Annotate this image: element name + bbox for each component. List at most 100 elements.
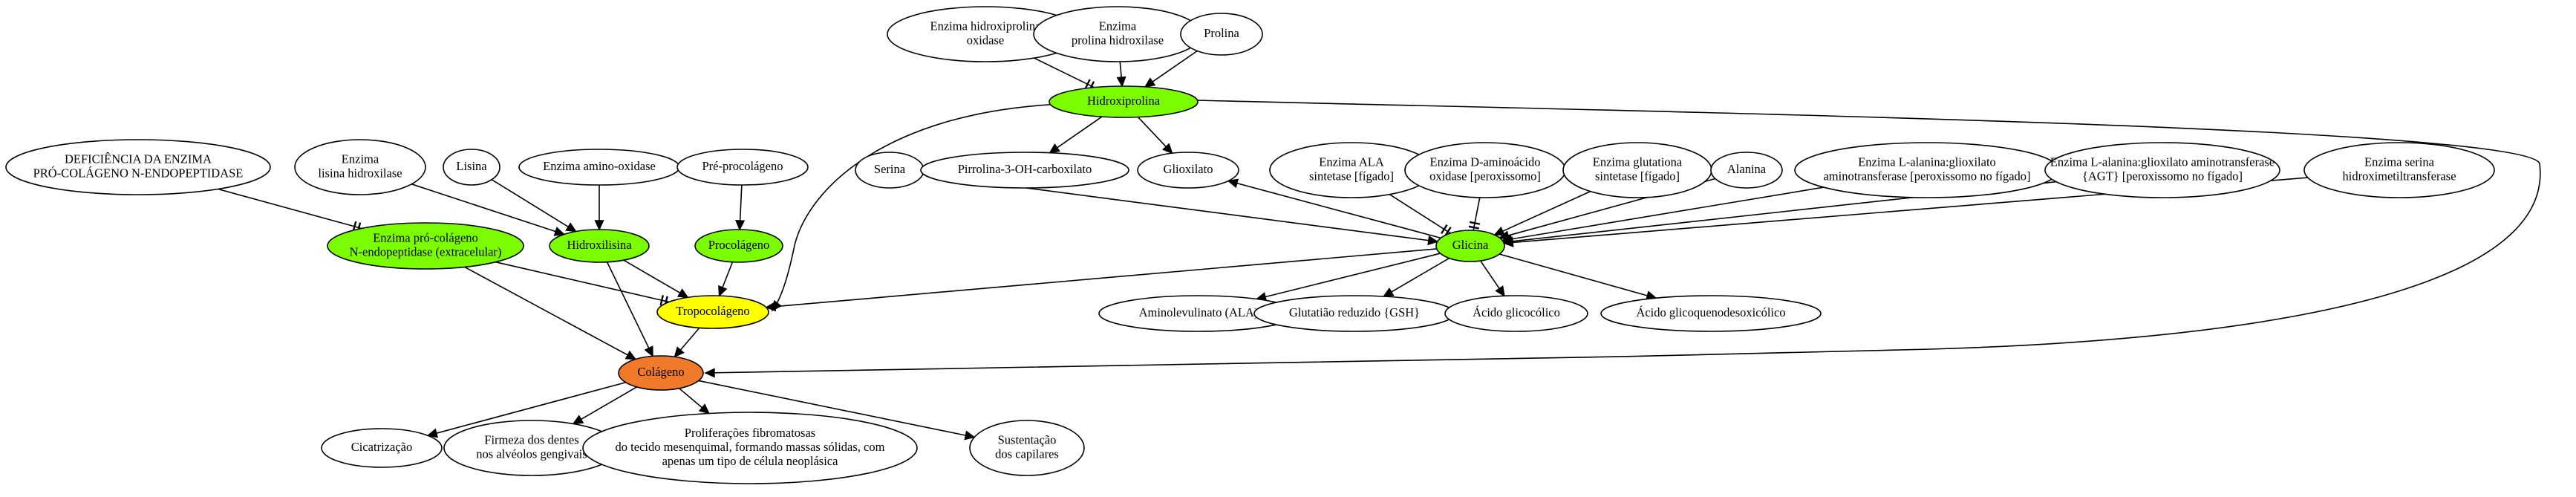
node-label: {AGT} [peroxissomo no fígado] [2082,169,2243,183]
edge-pre_procolageno-to-procolageno [735,184,746,231]
node-prolina[interactable]: Prolina [1180,13,1263,56]
node-label: Enzima serina [2364,155,2435,169]
node-cicatrizacao[interactable]: Cicatrização [321,428,443,468]
arrowhead [1493,226,1505,235]
edge-glicina-to-glutationa_reduzido [1382,257,1450,297]
node-label: Enzima ALA [1319,155,1384,169]
node-label: sintetase [fígado] [1595,169,1680,183]
edge-line [1473,197,1481,231]
edge-line [411,183,564,235]
node-ellipse [920,152,1129,189]
node-ellipse [327,222,524,270]
arrowhead [698,403,711,415]
inhibition-bar [1469,221,1481,225]
node-label: N-endopeptidase (extracelular) [350,244,502,259]
node-ellipse [321,428,443,468]
node-acido-glicocolico[interactable]: Ácido glicocólico [1444,295,1588,332]
arrowhead [1144,77,1156,88]
arrowhead [1502,237,1514,247]
edge-line [1502,186,1824,241]
arrowhead [704,368,715,378]
edge-ala_sintetase-to-glicina [1389,194,1452,237]
node-hidroxilisina[interactable]: Hidroxilisina [549,229,650,263]
arrowhead [676,288,689,299]
node-label: Aminolevulinato (ALA) [1139,305,1259,319]
edge-line [1049,116,1103,154]
node-ellipse [1710,152,1783,189]
node-label: Lisina [456,159,487,173]
node-hidroxiprolina[interactable]: Hidroxiprolina [1049,85,1199,118]
node-label: Enzima L-alanina:glioxilato [1858,155,1996,169]
edge-line [464,266,636,360]
node-ellipse [694,229,783,263]
node-ellipse [294,139,426,195]
arrowhead [964,430,976,441]
edge-hidroxiprolina-to-glioxilato [1137,117,1173,155]
node-pre-procolageno[interactable]: Pré-procolágeno [676,149,809,186]
node-agt1[interactable]: Enzima L-alanina:glioxilatoaminotransfer… [1794,142,2060,198]
arrowhead [1427,235,1439,246]
node-agt2[interactable]: Enzima L-alanina:glioxilato aminotransfe… [2044,142,2280,198]
arrowhead [594,220,604,231]
node-pirrolina[interactable]: Pirrolina-3-OH-carboxilato [920,152,1129,189]
node-ellipse [969,420,1085,476]
edge-glicina-to-glioxilato [1227,178,1441,239]
node-ellipse [618,355,704,391]
arrowhead [553,227,566,236]
node-lisina[interactable]: Lisina [443,149,500,186]
node-label: aminotransferase [peroxissomo no fígado] [1823,169,2030,183]
node-glutationa-reduzido[interactable]: Glutatião reduzido {GSH} [1253,295,1455,332]
node-label: Enzima D-aminoácido [1430,155,1541,169]
node-label: prolina hidroxilase [1072,33,1164,47]
edge-pro_colageno_np-to-colageno [464,266,637,360]
edge-colageno-to-firmeza [572,386,637,425]
edge-prolina_hidroxilase-to-hidroxiprolina [1116,61,1126,88]
edge-colageno-to-cicatrizacao [426,381,626,438]
edge-lisina-to-hidroxilisina [491,179,577,233]
edge-hidroxiprolina-to-colageno [704,100,2541,378]
arrowhead [1161,143,1173,155]
node-procolageno[interactable]: Procolágeno [694,229,783,263]
inhibition-bar [1084,79,1091,90]
node-serina[interactable]: Serina [855,152,925,189]
node-label: Procolágeno [708,238,769,252]
edge-line [491,179,576,233]
node-label: oxidase [967,33,1004,47]
edge-glutationa_sintetase-to-glicina [1493,190,1591,235]
edge-line [1383,257,1450,297]
node-glicina[interactable]: Glicina [1435,230,1505,262]
node-amino-oxidase[interactable]: Enzima amino-oxidase [518,149,680,186]
node-ellipse [549,229,650,263]
node-ellipse [2303,142,2495,198]
node-label: Ácido glicocólico [1473,305,1560,319]
node-label: Enzima amino-oxidase [543,159,656,173]
node-alanina[interactable]: Alanina [1710,152,1783,189]
edge-line [623,259,688,299]
edge-line [705,100,2541,374]
edge-hidroxiprolina_oxidase-to-hidroxiprolina [1034,57,1095,91]
node-colageno[interactable]: Colágeno [618,355,704,391]
arrowhead [426,428,439,438]
edge-deficiencia-to-pro_colageno_np [218,188,362,233]
node-glioxilato[interactable]: Glioxilato [1137,152,1239,189]
node-acido-glicoquenodesoxicolico[interactable]: Ácido glicoquenodesoxicólico [1600,295,1822,332]
node-label: Hidroxilisina [567,238,632,252]
inhibition-bar [1441,224,1448,235]
node-label: sintetase [fígado] [1309,169,1394,183]
node-label: Enzima [342,152,379,166]
node-ellipse [1180,13,1263,56]
node-tropocolageno[interactable]: Tropocolágeno [656,295,769,329]
